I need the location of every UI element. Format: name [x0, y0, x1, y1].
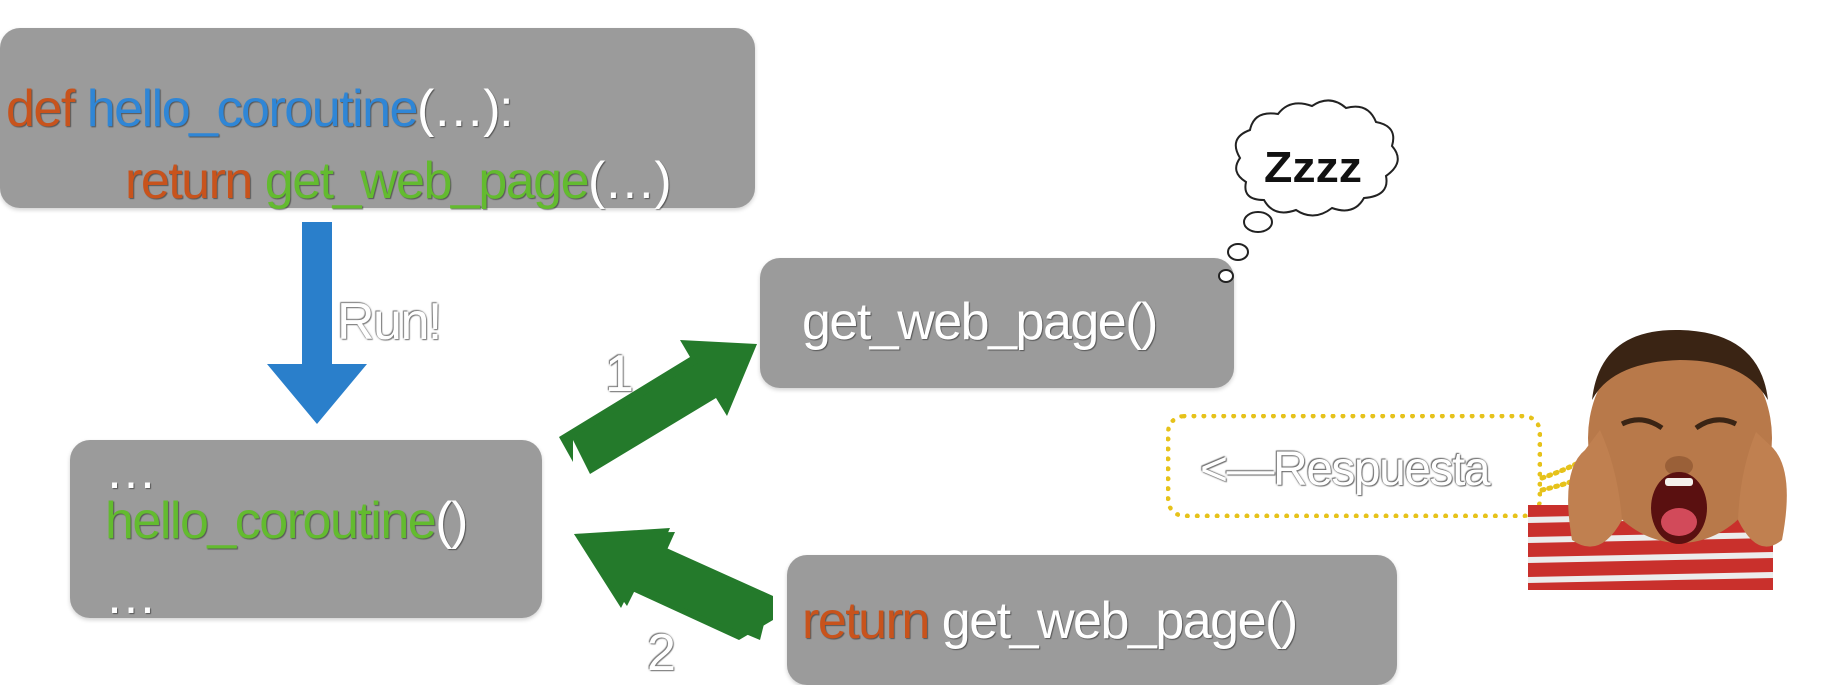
return-keyword: return — [125, 152, 253, 210]
caller-box: … hello_coroutine() … — [70, 440, 542, 622]
step-1-label: 1 — [605, 345, 634, 403]
return-call-keyword: return — [802, 592, 930, 650]
def-keyword: def — [6, 80, 75, 138]
function-definition-box: def hello_coroutine(…): return get_web_p… — [0, 28, 755, 208]
called-function-name: get_web_page — [264, 152, 590, 210]
caller-parens: () — [435, 492, 468, 550]
response-label: <—Respuesta — [1200, 443, 1491, 496]
caller-function-name: hello_coroutine — [105, 492, 437, 550]
return-call-line: return get_web_page() — [802, 592, 1298, 650]
step-2-label: 2 — [647, 624, 676, 682]
definition-params: (…): — [416, 80, 514, 138]
return-call-text: get_web_page() — [941, 592, 1298, 650]
run-label: Run! — [337, 293, 442, 351]
thought-bubble-text: Zzzz — [1264, 143, 1362, 192]
called-function-args: (…) — [588, 152, 672, 210]
response-callout — [1166, 414, 1542, 518]
definition-line-1: def hello_coroutine(…): — [6, 80, 514, 138]
sleeping-call-text: get_web_page() — [802, 293, 1158, 351]
definition-line-2: return get_web_page(…) — [125, 152, 672, 210]
caller-ellipsis-bottom: … — [105, 567, 157, 625]
return-call-box: return get_web_page() — [787, 555, 1397, 685]
caller-ellipsis-top: … — [105, 442, 157, 500]
definition-function-name: hello_coroutine — [86, 80, 419, 138]
caller-call-line: hello_coroutine() — [105, 492, 468, 550]
sleeping-call-box: get_web_page() — [760, 258, 1234, 388]
